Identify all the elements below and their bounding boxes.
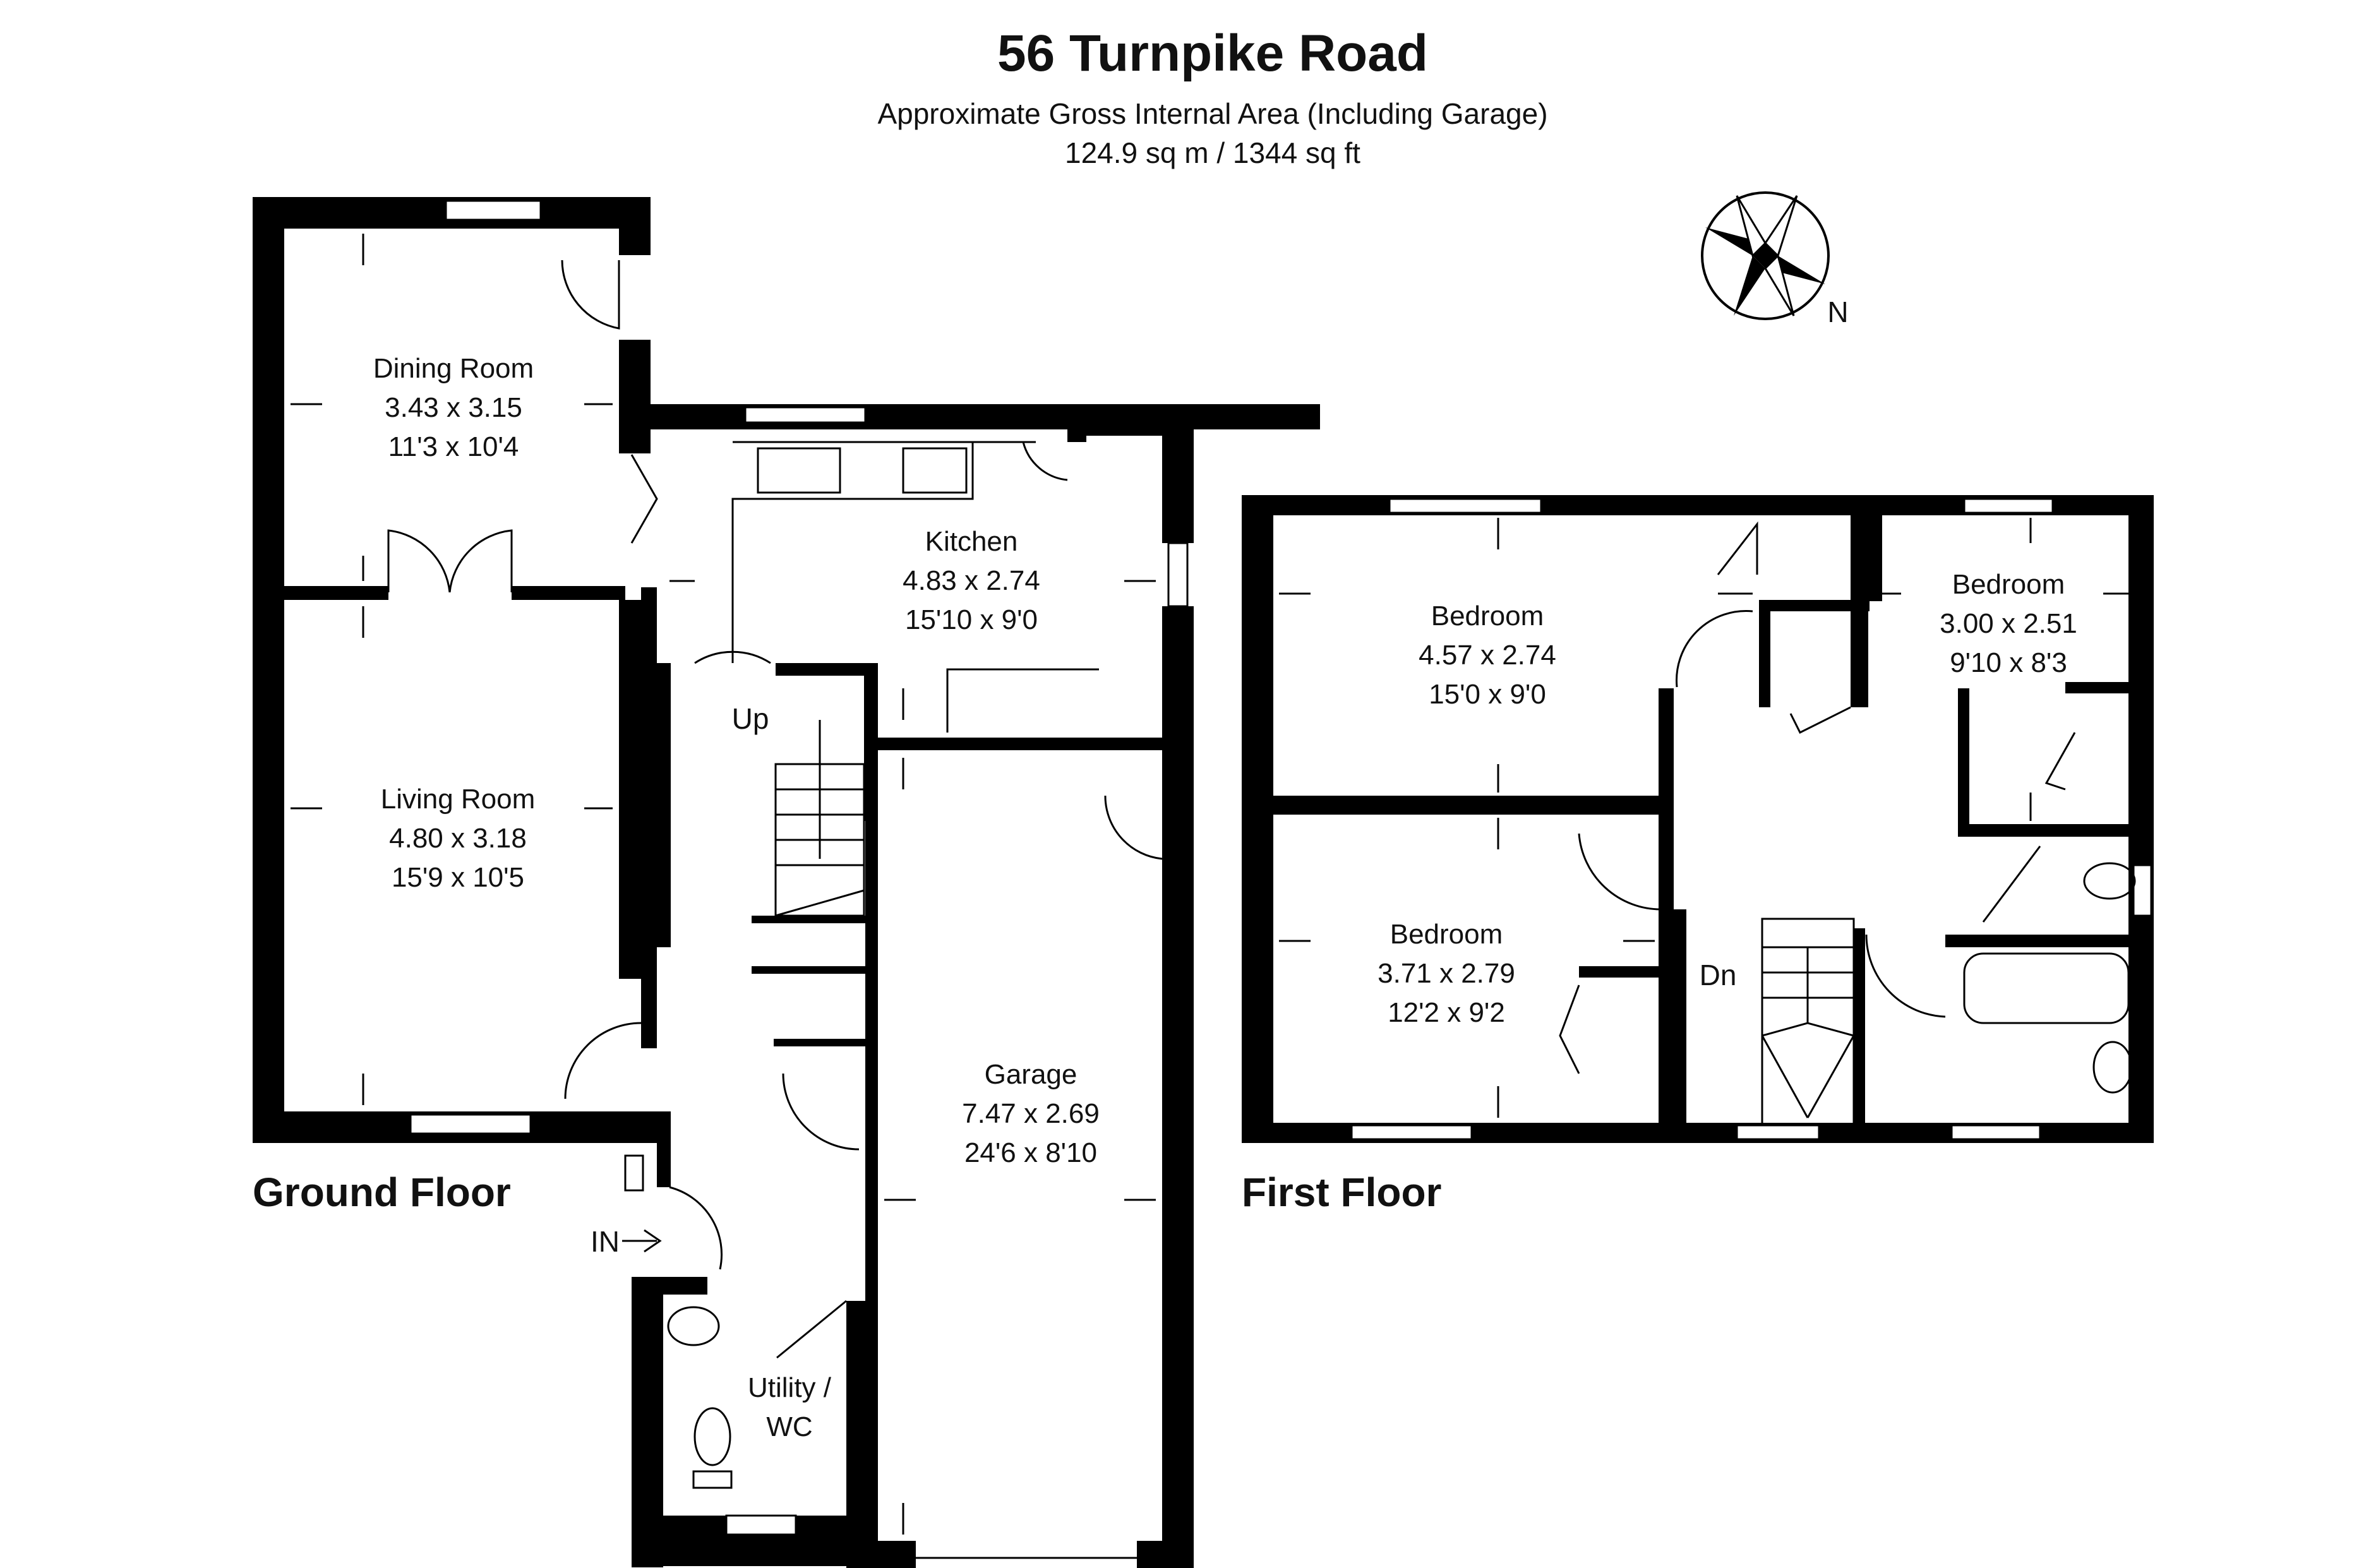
window xyxy=(1950,1124,2041,1140)
svg-text:15'0 x 9'0: 15'0 x 9'0 xyxy=(1429,679,1546,710)
svg-text:3.00 x 2.51: 3.00 x 2.51 xyxy=(1940,608,2077,639)
room-label-bedroom-2: Bedroom 3.00 x 2.51 9'10 x 8'3 xyxy=(1940,569,2077,678)
compass-rose-icon xyxy=(1701,191,1830,320)
first-floor-label: First Floor xyxy=(1242,1170,1441,1215)
kitchen-counter xyxy=(946,668,1099,733)
window xyxy=(1167,542,1189,607)
svg-text:Bedroom: Bedroom xyxy=(1952,569,2065,600)
door xyxy=(1559,984,1580,1074)
stairs-down-label: Dn xyxy=(1700,959,1737,991)
room-label-living: Living Room 4.80 x 3.18 15'9 x 10'5 xyxy=(381,784,536,893)
dimension-arrows-first xyxy=(1279,518,2128,1118)
svg-text:Dining Room: Dining Room xyxy=(373,353,534,384)
svg-text:9'10 x 8'3: 9'10 x 8'3 xyxy=(1950,647,2067,678)
hob-icon xyxy=(902,447,968,494)
room-label-garage: Garage 7.47 x 2.69 24'6 x 8'10 xyxy=(962,1059,1100,1168)
basin-icon xyxy=(667,1306,720,1346)
window xyxy=(1350,1124,1473,1140)
door xyxy=(630,454,658,544)
toilet-cistern-icon xyxy=(692,1470,733,1489)
svg-text:Kitchen: Kitchen xyxy=(925,526,1018,557)
room-label-utility: Utility / WC xyxy=(748,1372,832,1442)
door xyxy=(1789,706,1851,734)
window xyxy=(1963,498,2054,514)
door xyxy=(2044,732,2076,791)
svg-text:Living Room: Living Room xyxy=(381,784,536,815)
door xyxy=(387,529,451,593)
door xyxy=(1676,610,1753,688)
toilet-icon xyxy=(693,1407,731,1466)
kitchen-counter xyxy=(731,441,974,663)
svg-text:3.71 x 2.79: 3.71 x 2.79 xyxy=(1378,958,1515,989)
svg-text:24'6 x 8'10: 24'6 x 8'10 xyxy=(964,1137,1097,1168)
window xyxy=(409,1113,532,1135)
room-label-bedroom-3: Bedroom 3.71 x 2.79 12'2 x 9'2 xyxy=(1378,919,1515,1028)
door xyxy=(1982,846,2041,923)
toilet-icon xyxy=(2083,862,2136,900)
window xyxy=(1736,1124,1820,1140)
svg-text:Bedroom: Bedroom xyxy=(1431,601,1544,631)
svg-text:Garage: Garage xyxy=(985,1059,1077,1090)
sink-icon xyxy=(757,447,841,494)
svg-text:4.80 x 3.18: 4.80 x 3.18 xyxy=(389,823,527,854)
door xyxy=(1717,521,1758,575)
svg-text:Utility /: Utility / xyxy=(748,1372,832,1403)
room-label-kitchen: Kitchen 4.83 x 2.74 15'10 x 9'0 xyxy=(903,526,1040,635)
door xyxy=(564,1022,642,1099)
room-label-dining: Dining Room 3.43 x 3.15 11'3 x 10'4 xyxy=(373,353,534,462)
ground-floor-label: Ground Floor xyxy=(253,1170,511,1215)
svg-text:11'3 x 10'4: 11'3 x 10'4 xyxy=(388,431,519,462)
door xyxy=(776,1300,847,1359)
entrance-label: IN xyxy=(591,1225,620,1258)
area-value: 124.9 sq m / 1344 sq ft xyxy=(1065,136,1360,169)
svg-text:WC: WC xyxy=(766,1411,812,1442)
svg-text:15'10 x 9'0: 15'10 x 9'0 xyxy=(905,604,1038,635)
window xyxy=(744,406,867,424)
svg-text:3.43 x 3.15: 3.43 x 3.15 xyxy=(385,392,522,423)
dimension-arrows-ground xyxy=(291,234,1156,1535)
stairs-up-label: Up xyxy=(732,702,769,735)
door xyxy=(561,260,620,330)
door xyxy=(1104,795,1163,860)
svg-text:12'2 x 9'2: 12'2 x 9'2 xyxy=(1388,997,1505,1028)
svg-text:4.57 x 2.74: 4.57 x 2.74 xyxy=(1419,640,1556,671)
room-label-bedroom-1: Bedroom 4.57 x 2.74 15'0 x 9'0 xyxy=(1419,601,1556,710)
door xyxy=(448,529,513,593)
compass-north-label: N xyxy=(1827,296,1848,328)
entrance-arrow-icon xyxy=(622,1229,662,1253)
window xyxy=(1388,498,1542,514)
door xyxy=(669,1186,723,1270)
svg-text:15'9 x 10'5: 15'9 x 10'5 xyxy=(392,862,524,893)
door xyxy=(1865,934,1946,1018)
svg-text:Bedroom: Bedroom xyxy=(1390,919,1503,950)
window xyxy=(2132,864,2152,917)
property-title: 56 Turnpike Road xyxy=(997,25,1428,82)
svg-text:7.47 x 2.69: 7.47 x 2.69 xyxy=(962,1098,1100,1129)
area-label: Approximate Gross Internal Area (Includi… xyxy=(877,97,1547,130)
door xyxy=(1022,441,1068,481)
door xyxy=(782,1073,860,1151)
staircase-ground xyxy=(774,720,865,917)
door xyxy=(1578,833,1662,911)
staircase-first xyxy=(1761,918,1855,1125)
window xyxy=(445,200,542,221)
bathtub-icon xyxy=(1963,952,2130,1024)
window xyxy=(725,1514,797,1536)
svg-text:4.83 x 2.74: 4.83 x 2.74 xyxy=(903,565,1040,596)
basin-icon xyxy=(2092,1041,2133,1094)
